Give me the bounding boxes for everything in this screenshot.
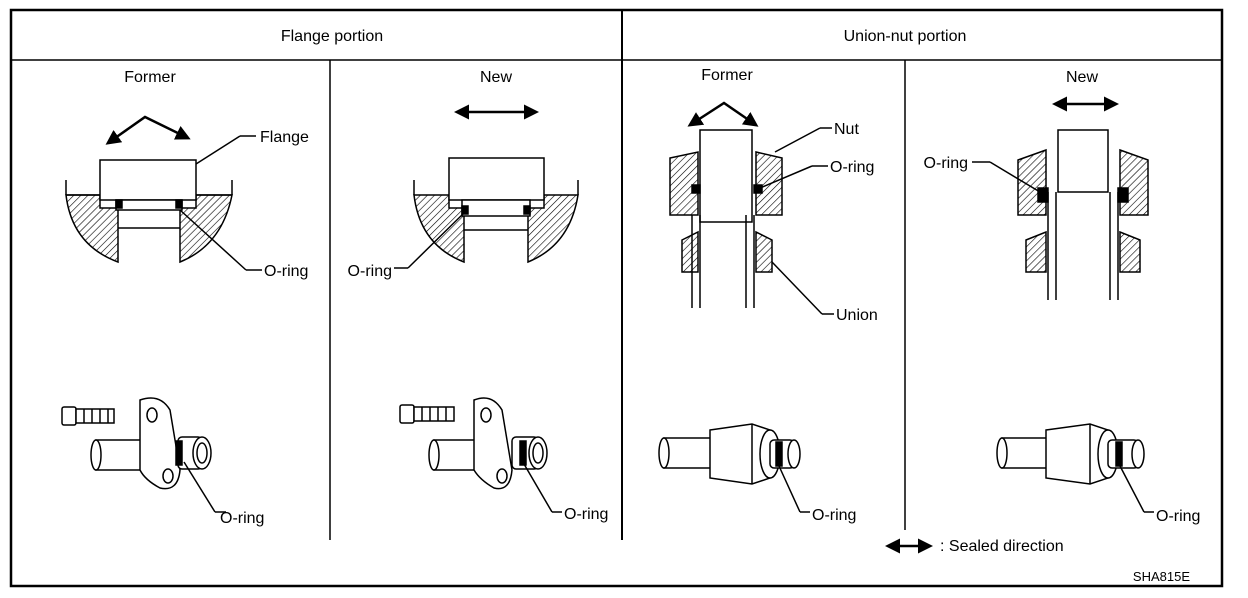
column-flange-new: New bbox=[480, 69, 512, 86]
callout-oring-union-new: O-ring bbox=[924, 155, 968, 172]
union-former-section bbox=[669, 101, 834, 315]
callout-union: Union bbox=[836, 307, 878, 324]
header-flange-portion: Flange portion bbox=[281, 28, 383, 45]
table-frame bbox=[9, 8, 1224, 588]
union-new-perspective bbox=[996, 423, 1154, 513]
callout-oring-bottom-1: O-ring bbox=[220, 510, 264, 527]
column-flange-former: Former bbox=[124, 69, 176, 86]
legend-sealed-direction: : Sealed direction bbox=[940, 538, 1064, 555]
header-union-nut-portion: Union-nut portion bbox=[844, 28, 967, 45]
callout-nut: Nut bbox=[834, 121, 859, 138]
union-former-perspective bbox=[658, 423, 810, 513]
flange-new-perspective bbox=[399, 397, 562, 513]
callout-oring-flange-new: O-ring bbox=[348, 263, 392, 280]
callout-oring-union-former: O-ring bbox=[830, 159, 874, 176]
callout-flange: Flange bbox=[260, 129, 309, 146]
flange-former-perspective bbox=[61, 397, 226, 513]
column-union-new: New bbox=[1066, 69, 1098, 86]
callout-oring-bottom-4: O-ring bbox=[1156, 508, 1200, 525]
flange-former-section bbox=[65, 115, 262, 271]
callout-oring-flange-former: O-ring bbox=[264, 263, 308, 280]
column-union-former: Former bbox=[701, 67, 753, 84]
flange-new-section bbox=[394, 104, 579, 269]
callout-oring-bottom-3: O-ring bbox=[812, 507, 856, 524]
figure-code: SHA815E bbox=[1133, 569, 1190, 584]
callout-oring-bottom-2: O-ring bbox=[564, 506, 608, 523]
union-new-section bbox=[972, 96, 1149, 300]
